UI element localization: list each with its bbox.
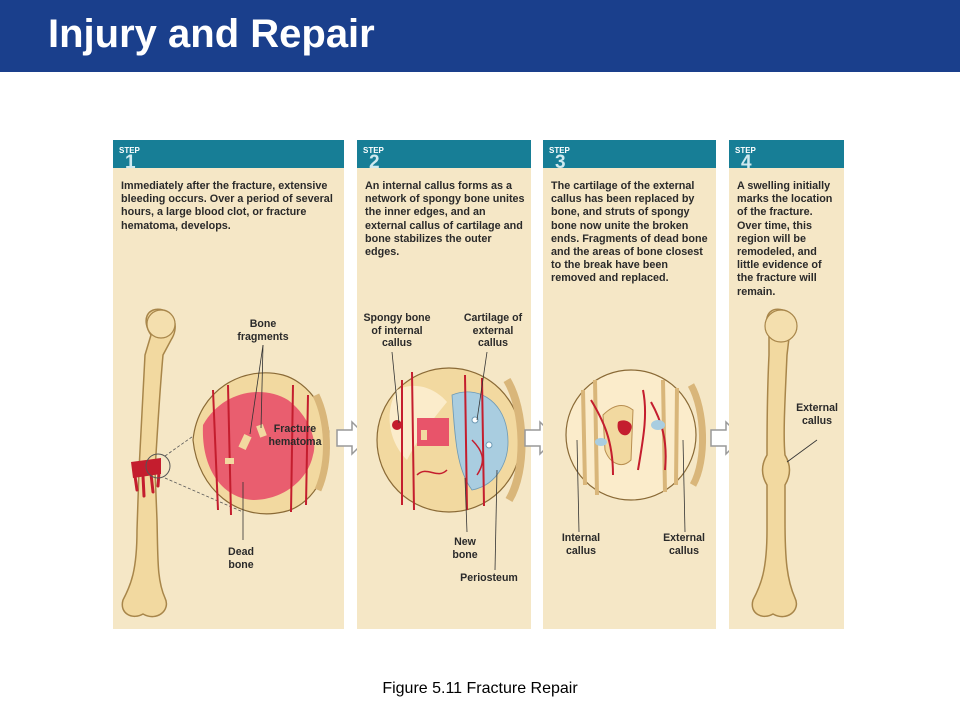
- figure-caption: Figure 5.11 Fracture Repair: [382, 680, 578, 697]
- step-2-panel: STEP 2 An internal callus forms as a net…: [357, 140, 531, 629]
- step-2-header: STEP 2: [357, 140, 531, 172]
- step-1-word: STEP: [119, 146, 140, 155]
- step-1-illustration: [121, 308, 330, 618]
- label-internal-callus: Internal callus: [561, 532, 601, 557]
- label-periosteum: Periosteum: [460, 572, 518, 584]
- magnified-fracture-view: [192, 372, 330, 516]
- label-fracture-hematoma: Fracture hematoma: [268, 423, 322, 448]
- label-new-bone: New bone: [452, 536, 478, 561]
- step-4-number: 4: [741, 152, 752, 173]
- title-bar: Injury and Repair: [0, 0, 960, 72]
- step-3-illustration: [565, 369, 707, 533]
- step-4-illustration: [751, 308, 818, 618]
- callus-magnified-view: [376, 367, 526, 513]
- zoom-circle: [145, 453, 171, 479]
- healed-bone-shape: [751, 308, 798, 618]
- step-4-word: STEP: [735, 146, 756, 155]
- step-4-text: A swelling initially marks the location …: [737, 180, 833, 298]
- step-1-header: STEP 1: [113, 140, 344, 172]
- label-bone-fragments: Bone fragments: [237, 318, 289, 343]
- label-spongy-bone: Spongy bone of internal callus: [363, 312, 431, 349]
- step-4-header: STEP 4: [729, 140, 844, 172]
- step-3-text: The cartilage of the external callus has…: [551, 180, 708, 285]
- step-3-number: 3: [555, 152, 566, 173]
- label-cartilage: Cartilage of external callus: [463, 312, 523, 349]
- page-title: Injury and Repair: [48, 12, 375, 56]
- step-3-header: STEP 3: [543, 140, 716, 172]
- step-2-illustration: [376, 351, 526, 571]
- label-external-callus-3: External callus: [663, 532, 705, 557]
- step-2-number: 2: [369, 152, 380, 173]
- step-2-word: STEP: [363, 146, 384, 155]
- step-3-word: STEP: [549, 146, 570, 155]
- step-3-panel: STEP 3 The cartilage of the external cal…: [543, 140, 716, 629]
- label-external-callus-4: External callus: [796, 402, 838, 427]
- step-2-text: An internal callus forms as a network of…: [365, 180, 525, 259]
- step-1-panel: STEP 1 Immediately after the fracture, e…: [113, 140, 344, 629]
- step-1-text: Immediately after the fracture, extensiv…: [121, 180, 333, 232]
- step-1-number: 1: [125, 152, 136, 173]
- step-4-panel: STEP 4 A swelling initially marks the lo…: [729, 140, 844, 629]
- label-dead-bone: Dead bone: [228, 546, 254, 571]
- remodeling-magnified-view: [565, 369, 707, 501]
